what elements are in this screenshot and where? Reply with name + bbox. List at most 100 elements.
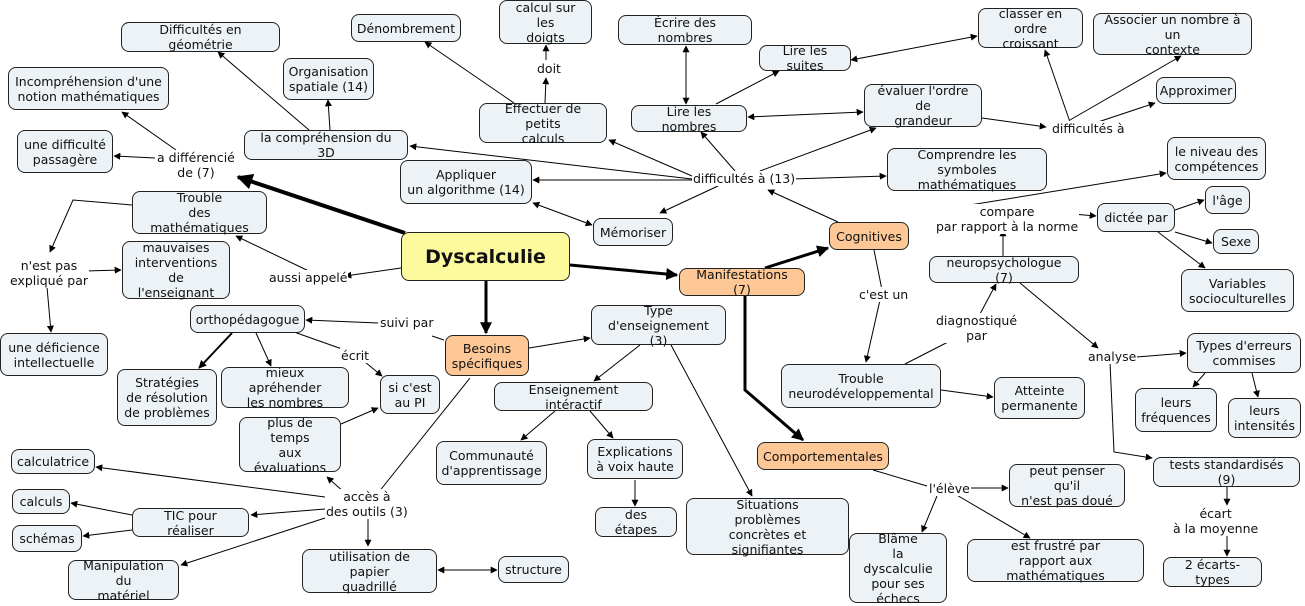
connector-line: [305, 316, 379, 324]
node-comprehension-3d[interactable]: la compréhension du 3D: [244, 130, 408, 160]
connector-line: [520, 410, 556, 441]
connector-line: [940, 389, 994, 400]
node-communaute[interactable]: Communauté d'apprentissage: [436, 441, 547, 485]
connector-line: [743, 296, 804, 442]
connector-line: [921, 495, 938, 533]
node-algorithme[interactable]: Appliquer un algorithme (14): [400, 160, 532, 204]
connector-line: [981, 117, 1047, 130]
node-denombrement[interactable]: Dénombrement: [351, 14, 461, 42]
node-schemas[interactable]: schémas: [12, 525, 82, 552]
connector-line: [904, 341, 949, 365]
node-comportementales[interactable]: Comportementales: [757, 442, 889, 470]
node-enseignement-interactif[interactable]: Enseignement intéractif: [494, 382, 653, 412]
connector-line: [1135, 350, 1187, 358]
node-dyscalculie[interactable]: Dyscalculie: [401, 232, 570, 281]
node-situations[interactable]: Situations problèmes concrètes et signif…: [686, 497, 849, 557]
node-atteinte[interactable]: Atteinte permanente: [994, 377, 1085, 419]
link-cest-un: c'est un: [858, 287, 910, 302]
node-penser-doue[interactable]: peut penser qu'il n'est pas doué: [1009, 463, 1125, 508]
connector-line: [979, 283, 997, 315]
node-ecrire-nombres[interactable]: Écrire des nombres: [618, 15, 752, 45]
node-manipulation[interactable]: Manipulation du matériel: [68, 558, 179, 603]
node-deficience[interactable]: une déficience intellectuelle: [0, 333, 108, 376]
node-organisation[interactable]: Organisation spatiale (14): [283, 58, 374, 100]
node-memoriser[interactable]: Mémoriser: [593, 218, 673, 246]
node-difficulte-passagere[interactable]: une difficulté passagère: [17, 130, 113, 173]
node-dictee[interactable]: dictée par: [1097, 203, 1175, 232]
connector-line: [121, 111, 177, 151]
connector-line: [324, 99, 332, 131]
node-calculatrice[interactable]: calculatrice: [11, 449, 95, 474]
node-si-pi[interactable]: si c'est au PI: [380, 375, 440, 414]
connector-line: [764, 245, 830, 270]
node-lire-nombres[interactable]: Lire les nombres: [631, 104, 747, 134]
connector-line: [954, 493, 1031, 539]
node-structure[interactable]: structure: [498, 556, 569, 583]
connector-line: [364, 361, 383, 377]
node-etapes[interactable]: des étapes: [595, 507, 677, 537]
connector-line: [767, 189, 839, 223]
node-ecarts-types[interactable]: 2 écarts-types: [1163, 557, 1262, 587]
node-mauvaises-interventions[interactable]: mauvaises interventions de l'enseignant: [122, 240, 230, 300]
node-manifestations[interactable]: Manifestations (7): [679, 267, 805, 297]
node-type-enseignement[interactable]: Type d'enseignement (3): [591, 303, 726, 348]
node-trouble-maths[interactable]: Trouble des mathématiques: [132, 190, 267, 235]
connector-line: [1109, 361, 1153, 461]
node-niveau-competences[interactable]: le niveau des compétences: [1167, 137, 1266, 180]
node-cognitives[interactable]: Cognitives: [829, 222, 909, 250]
node-types-erreurs[interactable]: Types d'erreurs commises: [1187, 333, 1301, 373]
node-petits-calculs[interactable]: Effectuer de petits calculs: [479, 101, 607, 146]
node-papier[interactable]: utilisation de papier quadrillé: [302, 549, 437, 594]
node-variables[interactable]: Variables socioculturelles: [1181, 269, 1294, 312]
node-explications[interactable]: Explications à voix haute: [587, 439, 683, 479]
connector-line: [1192, 372, 1206, 388]
connector-line: [236, 173, 406, 235]
connector-line: [791, 172, 887, 180]
connector-line: [250, 508, 326, 518]
node-incomprehension[interactable]: Incompréhension d'une notion mathématiqu…: [8, 67, 169, 110]
connector-line: [850, 33, 978, 63]
node-tests[interactable]: tests standardisés (9): [1153, 457, 1300, 487]
connector-line: [235, 235, 318, 276]
node-intensites[interactable]: leurs intensités: [1228, 398, 1301, 438]
link-nest-pas: n'est pas expliqué par: [9, 258, 90, 288]
link-analyse: analyse: [1087, 349, 1138, 364]
node-calcul-doigts[interactable]: calcul sur les doigts: [499, 0, 592, 45]
link-ecrit: écrit: [340, 348, 371, 363]
node-classer[interactable]: classer en ordre croissant: [978, 6, 1083, 51]
connector-line: [1251, 372, 1260, 398]
node-neuropsychologue[interactable]: neuropsychologue (7): [929, 255, 1079, 285]
node-age[interactable]: l'âge: [1205, 186, 1250, 214]
link-diagnostique: diagnostiqué par: [935, 313, 1019, 343]
node-frustre[interactable]: est frustré par rapport aux mathématique…: [967, 538, 1144, 583]
node-plus-temps[interactable]: plus de temps aux évaluations: [239, 415, 341, 475]
connector-line: [873, 249, 883, 291]
node-frequences[interactable]: leurs fréquences: [1135, 388, 1217, 432]
node-symboles[interactable]: Comprendre les symboles mathématiques: [887, 147, 1047, 192]
node-lire-suites[interactable]: Lire les suites: [759, 43, 851, 73]
node-trouble-neuro[interactable]: Trouble neurodéveloppemental: [781, 364, 941, 408]
connector-line: [49, 199, 133, 253]
link-leleve: l'élève: [928, 481, 971, 496]
node-strategies[interactable]: Stratégies de résolution de problèmes: [117, 369, 217, 426]
node-besoins[interactable]: Besoins spécifiques: [445, 335, 529, 376]
node-calculs[interactable]: calculs: [12, 489, 70, 514]
connector-line: [593, 344, 641, 382]
connector-line: [863, 299, 881, 363]
node-mieux-aprehender[interactable]: mieux apréhender les nombres: [221, 365, 349, 410]
node-blame[interactable]: Blâme la dyscalculie pour ses échecs: [849, 531, 947, 606]
node-geometrie[interactable]: Difficultés en géométrie: [121, 22, 280, 52]
node-sexe[interactable]: Sexe: [1213, 229, 1259, 254]
node-orthopedagogue[interactable]: orthopédagogue: [190, 305, 305, 333]
connector-line: [344, 267, 402, 279]
node-associer[interactable]: Associer un nombre à un contexte: [1093, 12, 1252, 57]
connector-line: [715, 70, 780, 105]
node-approximer[interactable]: Approximer: [1156, 77, 1236, 104]
connector-line: [1157, 231, 1206, 269]
connector-line: [293, 331, 343, 350]
node-ordre-grandeur[interactable]: évaluer l'ordre de grandeur: [864, 83, 982, 128]
node-tic[interactable]: TIC pour réaliser: [132, 508, 249, 538]
connector-line: [659, 185, 719, 214]
